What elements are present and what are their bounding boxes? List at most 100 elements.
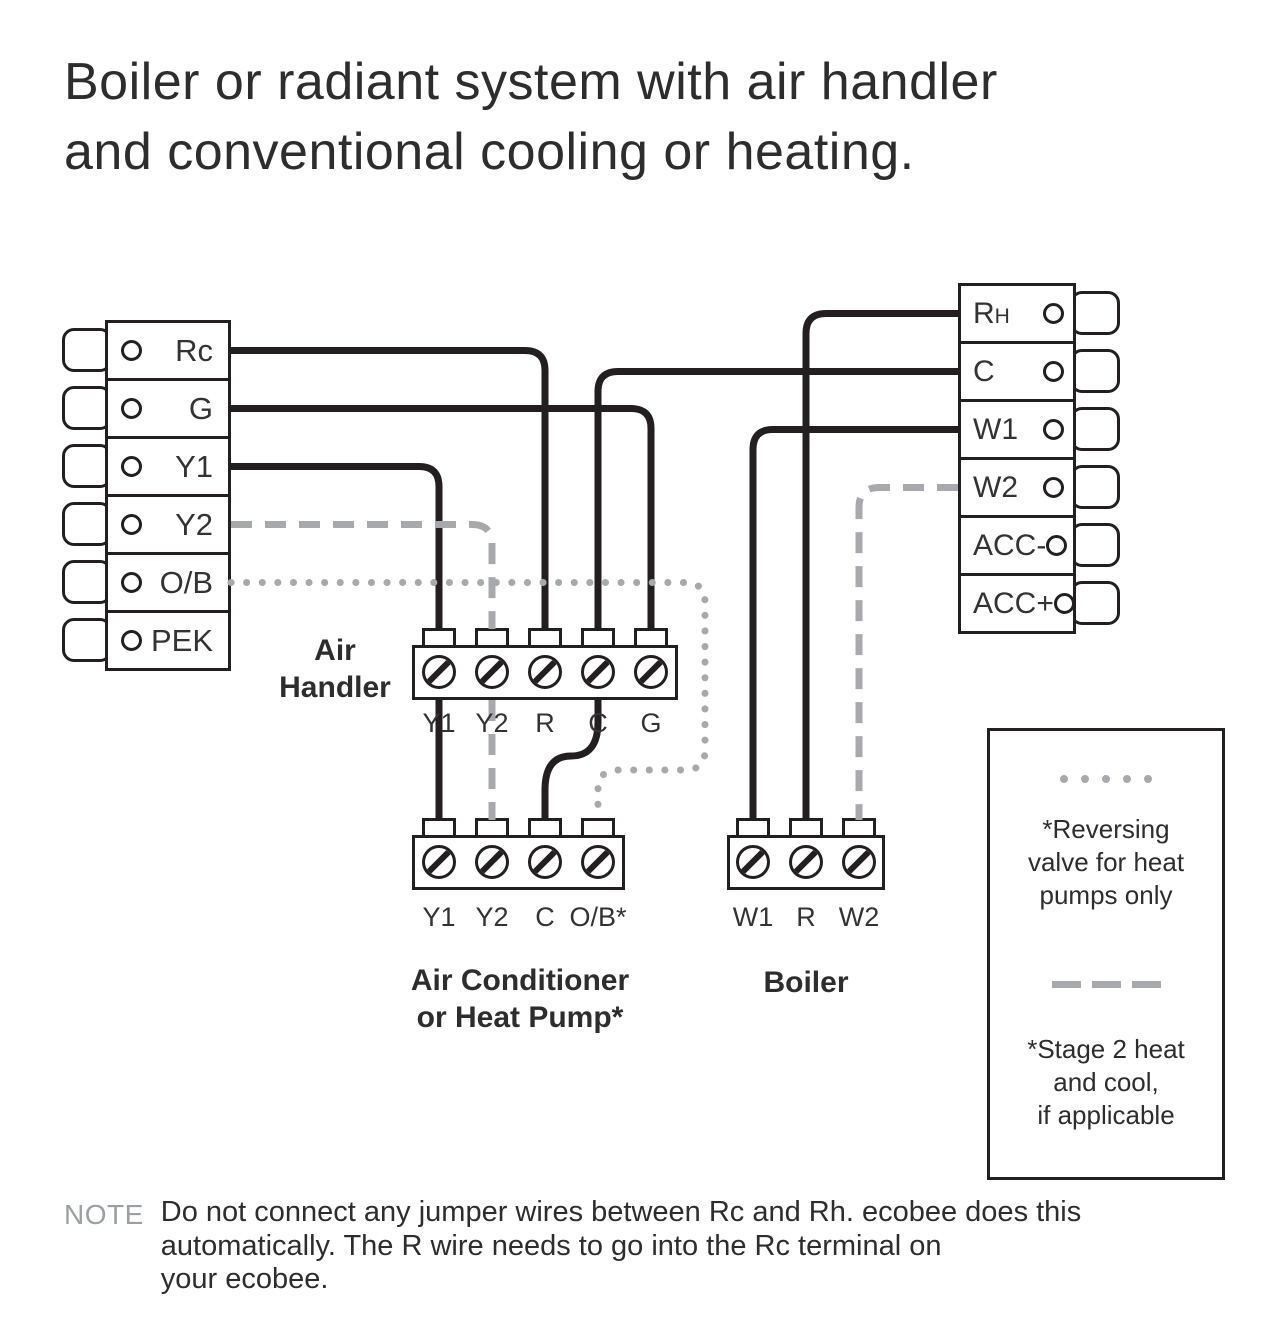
terminal-hole-icon (121, 340, 142, 361)
footnote: NOTE Do not connect any jumper wires bet… (64, 1196, 1081, 1297)
wire-y1-to-air-handler-y1 (231, 463, 443, 629)
screw-terminal-icon (528, 845, 562, 879)
wire-rc-to-air-handler-r (231, 347, 549, 629)
screw-terminal-icon (475, 845, 509, 879)
boiler-terminal-label: R (796, 902, 816, 932)
terminal-row-ob: O/B (108, 552, 228, 610)
terminal-hole-icon (1053, 593, 1075, 614)
note-label: NOTE (64, 1199, 144, 1230)
wire-rh-to-boiler-r (802, 310, 958, 820)
thermostat-right-terminal-block: Rh C W1 W2 ACC- ACC+ (958, 283, 1076, 634)
terminal-hole-icon (1043, 361, 1064, 382)
legend-box: *Reversing valve for heat pumps only *St… (987, 728, 1225, 1180)
terminal-tab (789, 818, 823, 835)
air-handler-terminal-label: C (588, 708, 608, 738)
air-handler-terminal-label: Y1 (422, 708, 456, 738)
connector-tab (62, 618, 112, 662)
terminal-row-rc: Rc (108, 323, 228, 378)
terminal-label: G (188, 390, 213, 426)
connector-tab (1070, 465, 1120, 509)
terminal-tab (475, 628, 509, 645)
screw-terminal-icon (422, 845, 456, 879)
air-conditioner-title: Air Conditioner or Heat Pump* (410, 964, 630, 1034)
terminal-hole-icon (1043, 419, 1064, 440)
terminal-row-y1: Y1 (108, 436, 228, 494)
air-handler-terminal-label: R (535, 708, 555, 738)
screw-terminal-icon (842, 845, 876, 879)
legend-reversing-note: *Reversing valve for heat pumps only (1027, 814, 1185, 910)
terminal-label: W2 (973, 470, 1018, 504)
connector-tab (1070, 349, 1120, 393)
air-conditioner-terminal-label: C (535, 902, 555, 932)
air-handler-title: Air Handler (279, 634, 391, 704)
terminal-label: Rh (973, 296, 1010, 330)
terminal-hole-icon (121, 514, 142, 535)
terminal-tab (475, 818, 509, 835)
connector-tab (62, 502, 112, 546)
connector-tab (62, 386, 112, 430)
terminal-row-pek: PEK (108, 610, 228, 668)
terminal-row-y2: Y2 (108, 494, 228, 552)
wire-c-to-air-handler-c (594, 368, 958, 629)
terminal-hole-icon (121, 398, 142, 419)
screw-terminal-icon (528, 655, 562, 689)
terminal-tab (581, 818, 615, 835)
wire-w2-to-boiler-w2 (855, 484, 958, 820)
terminal-hole-icon (1043, 303, 1064, 324)
air-conditioner-terminal-label: Y1 (422, 902, 456, 932)
terminal-hole-icon (1043, 477, 1064, 498)
terminal-row-g: G (108, 378, 228, 436)
terminal-tab (736, 818, 770, 835)
connector-tab (1070, 407, 1120, 451)
terminal-row-acc-plus: ACC+ (961, 573, 1075, 631)
terminal-hole-icon (121, 572, 142, 593)
air-conditioner-terminal-strip (412, 835, 625, 890)
air-conditioner-terminal-label: Y2 (475, 902, 509, 932)
terminal-label: O/B (159, 564, 213, 600)
screw-terminal-icon (581, 655, 615, 689)
terminal-row-w1: W1 (961, 399, 1073, 457)
screw-terminal-icon (789, 845, 823, 879)
terminal-tab (528, 628, 562, 645)
boiler-terminal-strip (727, 835, 885, 890)
connector-tab (62, 560, 112, 604)
terminal-label: W1 (973, 412, 1018, 446)
terminal-tab (581, 628, 615, 645)
wire-w1-to-boiler-w1 (749, 426, 958, 820)
connector-tab (62, 328, 112, 372)
terminal-tab (634, 628, 668, 645)
boiler-terminal-label: W1 (732, 902, 774, 932)
terminal-tab (422, 628, 456, 645)
terminal-tab (842, 818, 876, 835)
terminal-row-w2: W2 (961, 457, 1073, 515)
terminal-tab (528, 818, 562, 835)
terminal-label: Rc (175, 332, 213, 368)
terminal-tab (422, 818, 456, 835)
terminal-label: ACC- (973, 528, 1047, 562)
note-text: Do not connect any jumper wires between … (160, 1196, 1082, 1296)
terminal-row-rh: Rh (961, 286, 1073, 341)
terminal-hole-icon (121, 456, 142, 477)
air-conditioner-terminal-label: O/B* (569, 902, 627, 932)
terminal-label: Y1 (175, 448, 213, 484)
diagram-title: Boiler or radiant system with air handle… (64, 52, 998, 182)
screw-terminal-icon (581, 845, 615, 879)
connector-tab (1070, 291, 1120, 335)
thermostat-left-terminal-block: Rc G Y1 Y2 O/B PEK (105, 320, 231, 671)
screw-terminal-icon (634, 655, 668, 689)
terminal-row-acc-minus: ACC- (961, 515, 1073, 573)
connector-tab (1070, 581, 1120, 625)
air-handler-terminal-label: Y2 (475, 708, 509, 738)
air-handler-terminal-strip (412, 645, 678, 700)
air-handler-terminal-label: G (640, 708, 662, 738)
terminal-hole-icon (1046, 535, 1068, 556)
terminal-label: PEK (150, 622, 213, 658)
connector-tab (1070, 523, 1120, 567)
screw-terminal-icon (475, 655, 509, 689)
terminal-label: Y2 (175, 506, 213, 542)
screw-terminal-icon (736, 845, 770, 879)
boiler-title: Boiler (763, 966, 849, 999)
terminal-row-c: C (961, 341, 1073, 399)
wire-g-to-air-handler-g (231, 405, 655, 629)
